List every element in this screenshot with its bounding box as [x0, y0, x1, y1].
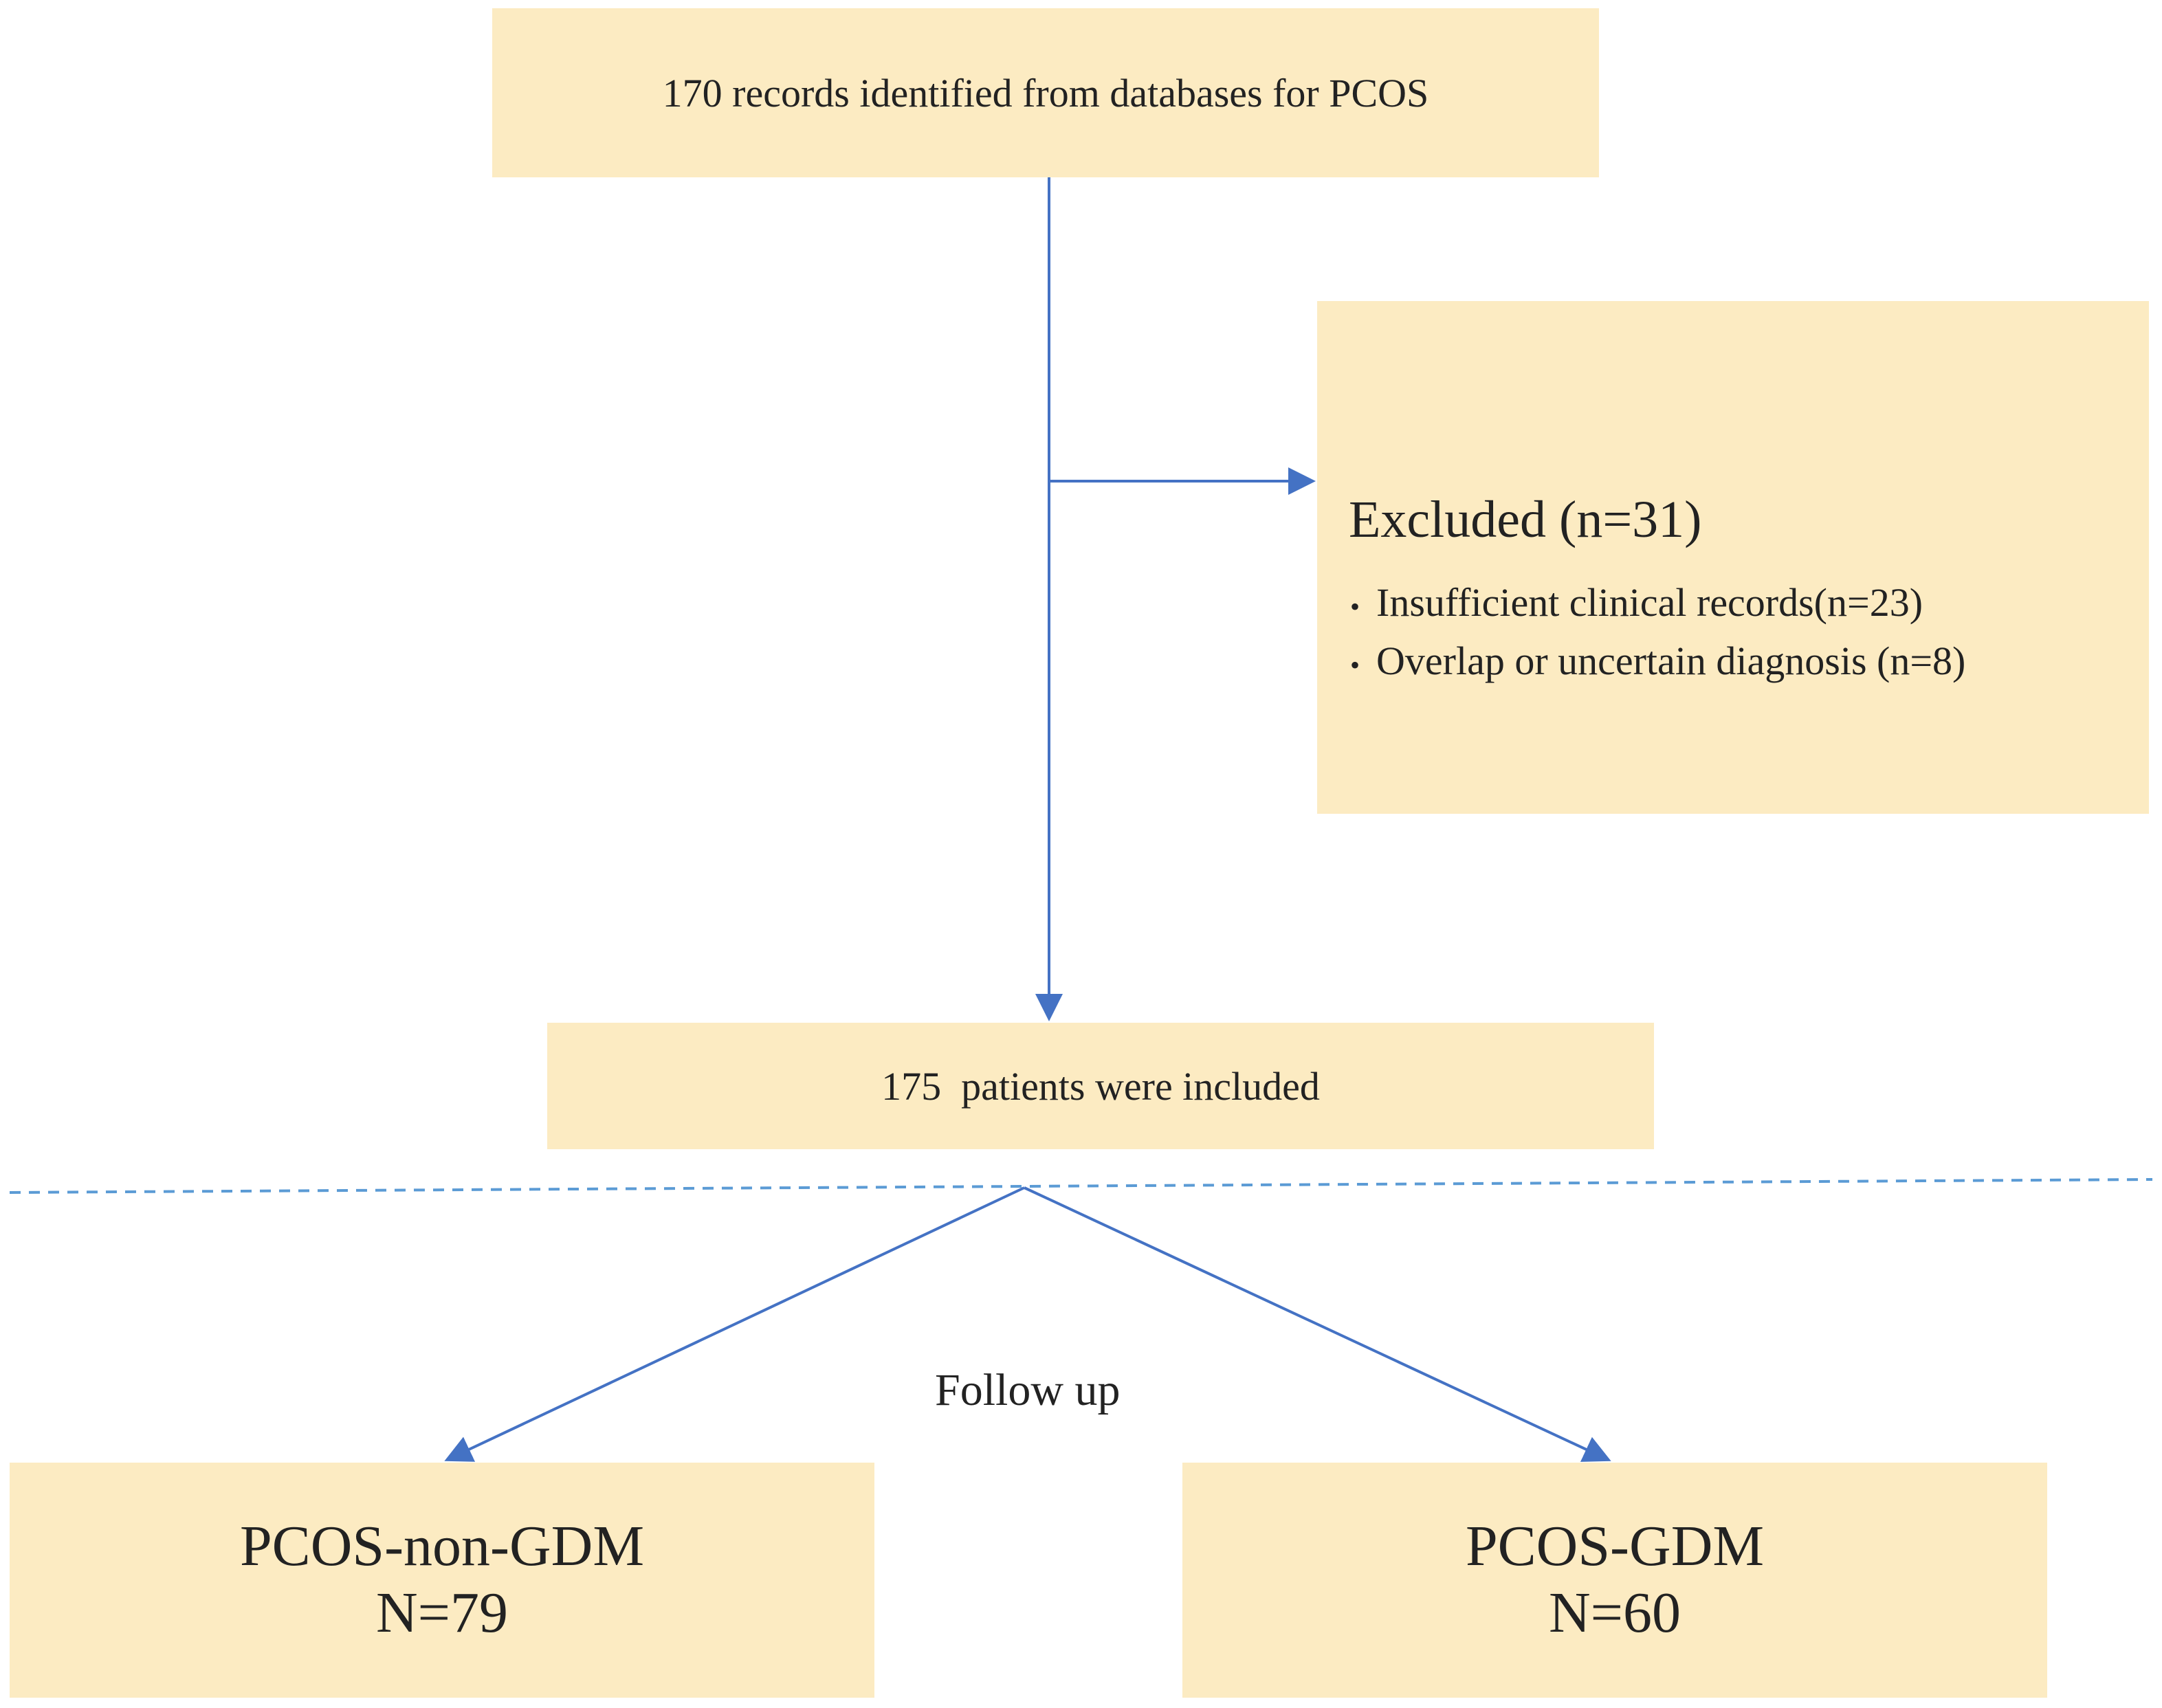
bullet-icon: • [1350, 650, 1360, 681]
dashed-divider [9, 1178, 2153, 1194]
group-box-pcos-non-gdm: PCOS-non-GDM N=79 [10, 1463, 874, 1698]
bullet-icon: • [1350, 591, 1360, 623]
records-identified-text: 170 records identified from databases fo… [662, 70, 1429, 115]
arrow-to-gdm [1024, 1186, 1611, 1462]
excluded-title: Excluded (n=31) [1349, 491, 1702, 548]
group-name: PCOS-GDM [1465, 1514, 1765, 1579]
excluded-item-text: Overlap or uncertain diagnosis (n=8) [1376, 639, 1966, 683]
excluded-item-text: Insufficient clinical records(n=23) [1376, 580, 1923, 625]
group-name: PCOS-non-GDM [239, 1514, 645, 1579]
patients-included-box: 175 patients were included [547, 1023, 1654, 1149]
excluded-item-overlap-diagnosis: • Overlap or uncertain diagnosis (n=8) [1350, 638, 1965, 684]
excluded-item-insufficient-records: • Insufficient clinical records(n=23) [1350, 579, 1923, 625]
patients-included-text: 175 patients were included [881, 1063, 1320, 1109]
arrow-to-non-gdm [444, 1186, 1025, 1462]
group-box-pcos-gdm: PCOS-GDM N=60 [1182, 1463, 2047, 1698]
group-count: N=60 [1548, 1581, 1681, 1645]
group-count: N=79 [375, 1581, 509, 1645]
records-identified-box: 170 records identified from databases fo… [492, 8, 1599, 177]
follow-up-label: Follow up [935, 1365, 1121, 1415]
excluded-box: Excluded (n=31) • Insufficient clinical r… [1317, 301, 2149, 814]
